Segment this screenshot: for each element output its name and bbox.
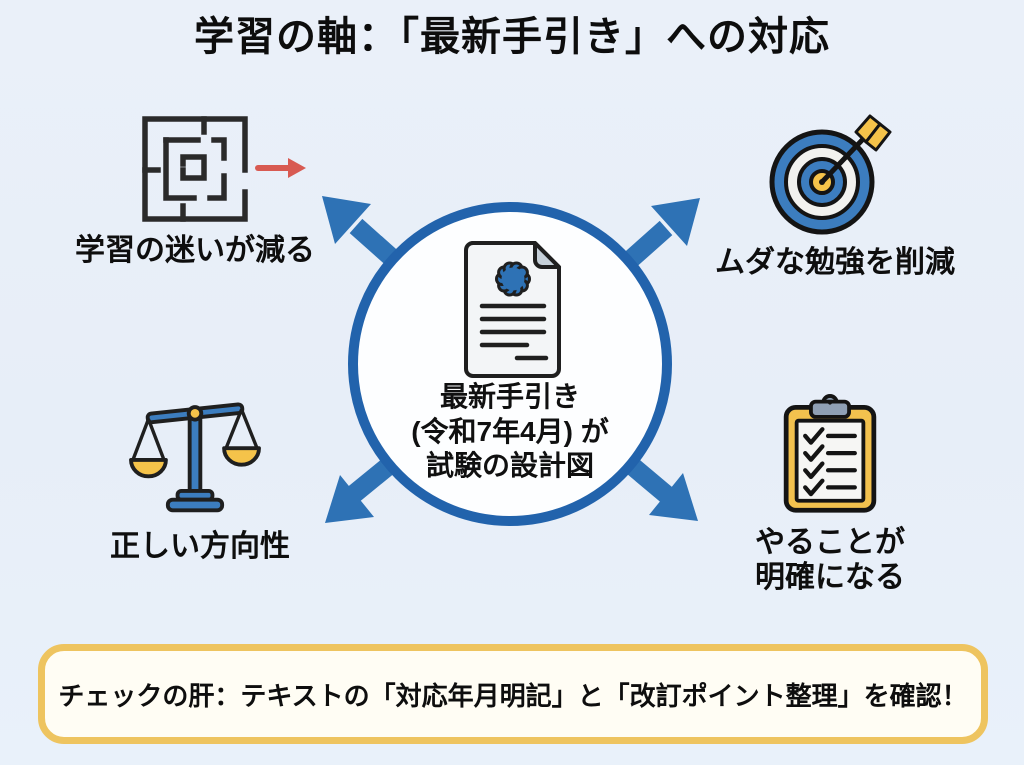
target-icon: [769, 114, 892, 235]
balance-scale-icon: [129, 402, 261, 513]
maze-exit-arrow: [255, 158, 306, 178]
benefit-bottom-right: やることが 明確になる: [675, 394, 985, 595]
benefit-top-left: 学習の迷いが減る: [40, 112, 350, 269]
benefit-label: 学習の迷いが減る: [75, 234, 315, 267]
benefit-label: やることが 明確になる: [755, 526, 905, 594]
benefit-label: 正しい方向性: [110, 530, 290, 563]
page-title: 学習の軸：「最新手引き」への対応: [194, 15, 830, 59]
checklist-clipboard-icon: [783, 394, 877, 513]
maze-icon: [142, 116, 306, 222]
benefit-top-right: ムダな勉強を削減: [680, 112, 990, 281]
seal-rosette: [495, 261, 531, 297]
center-circle-text: 最新手引き (令和7年4月) が 試験の設計図: [411, 381, 609, 482]
benefit-bottom-left: 正しい方向性: [45, 392, 355, 565]
document-with-seal-icon: [464, 241, 561, 378]
footer-note-text: チェックの肝：テキストの「対応年月明記」と「改訂ポイント整理」を確認！: [58, 680, 968, 711]
benefit-label: ムダな勉強を削減: [715, 246, 955, 279]
footer-note-banner: チェックの肝：テキストの「対応年月明記」と「改訂ポイント整理」を確認！: [38, 644, 988, 744]
